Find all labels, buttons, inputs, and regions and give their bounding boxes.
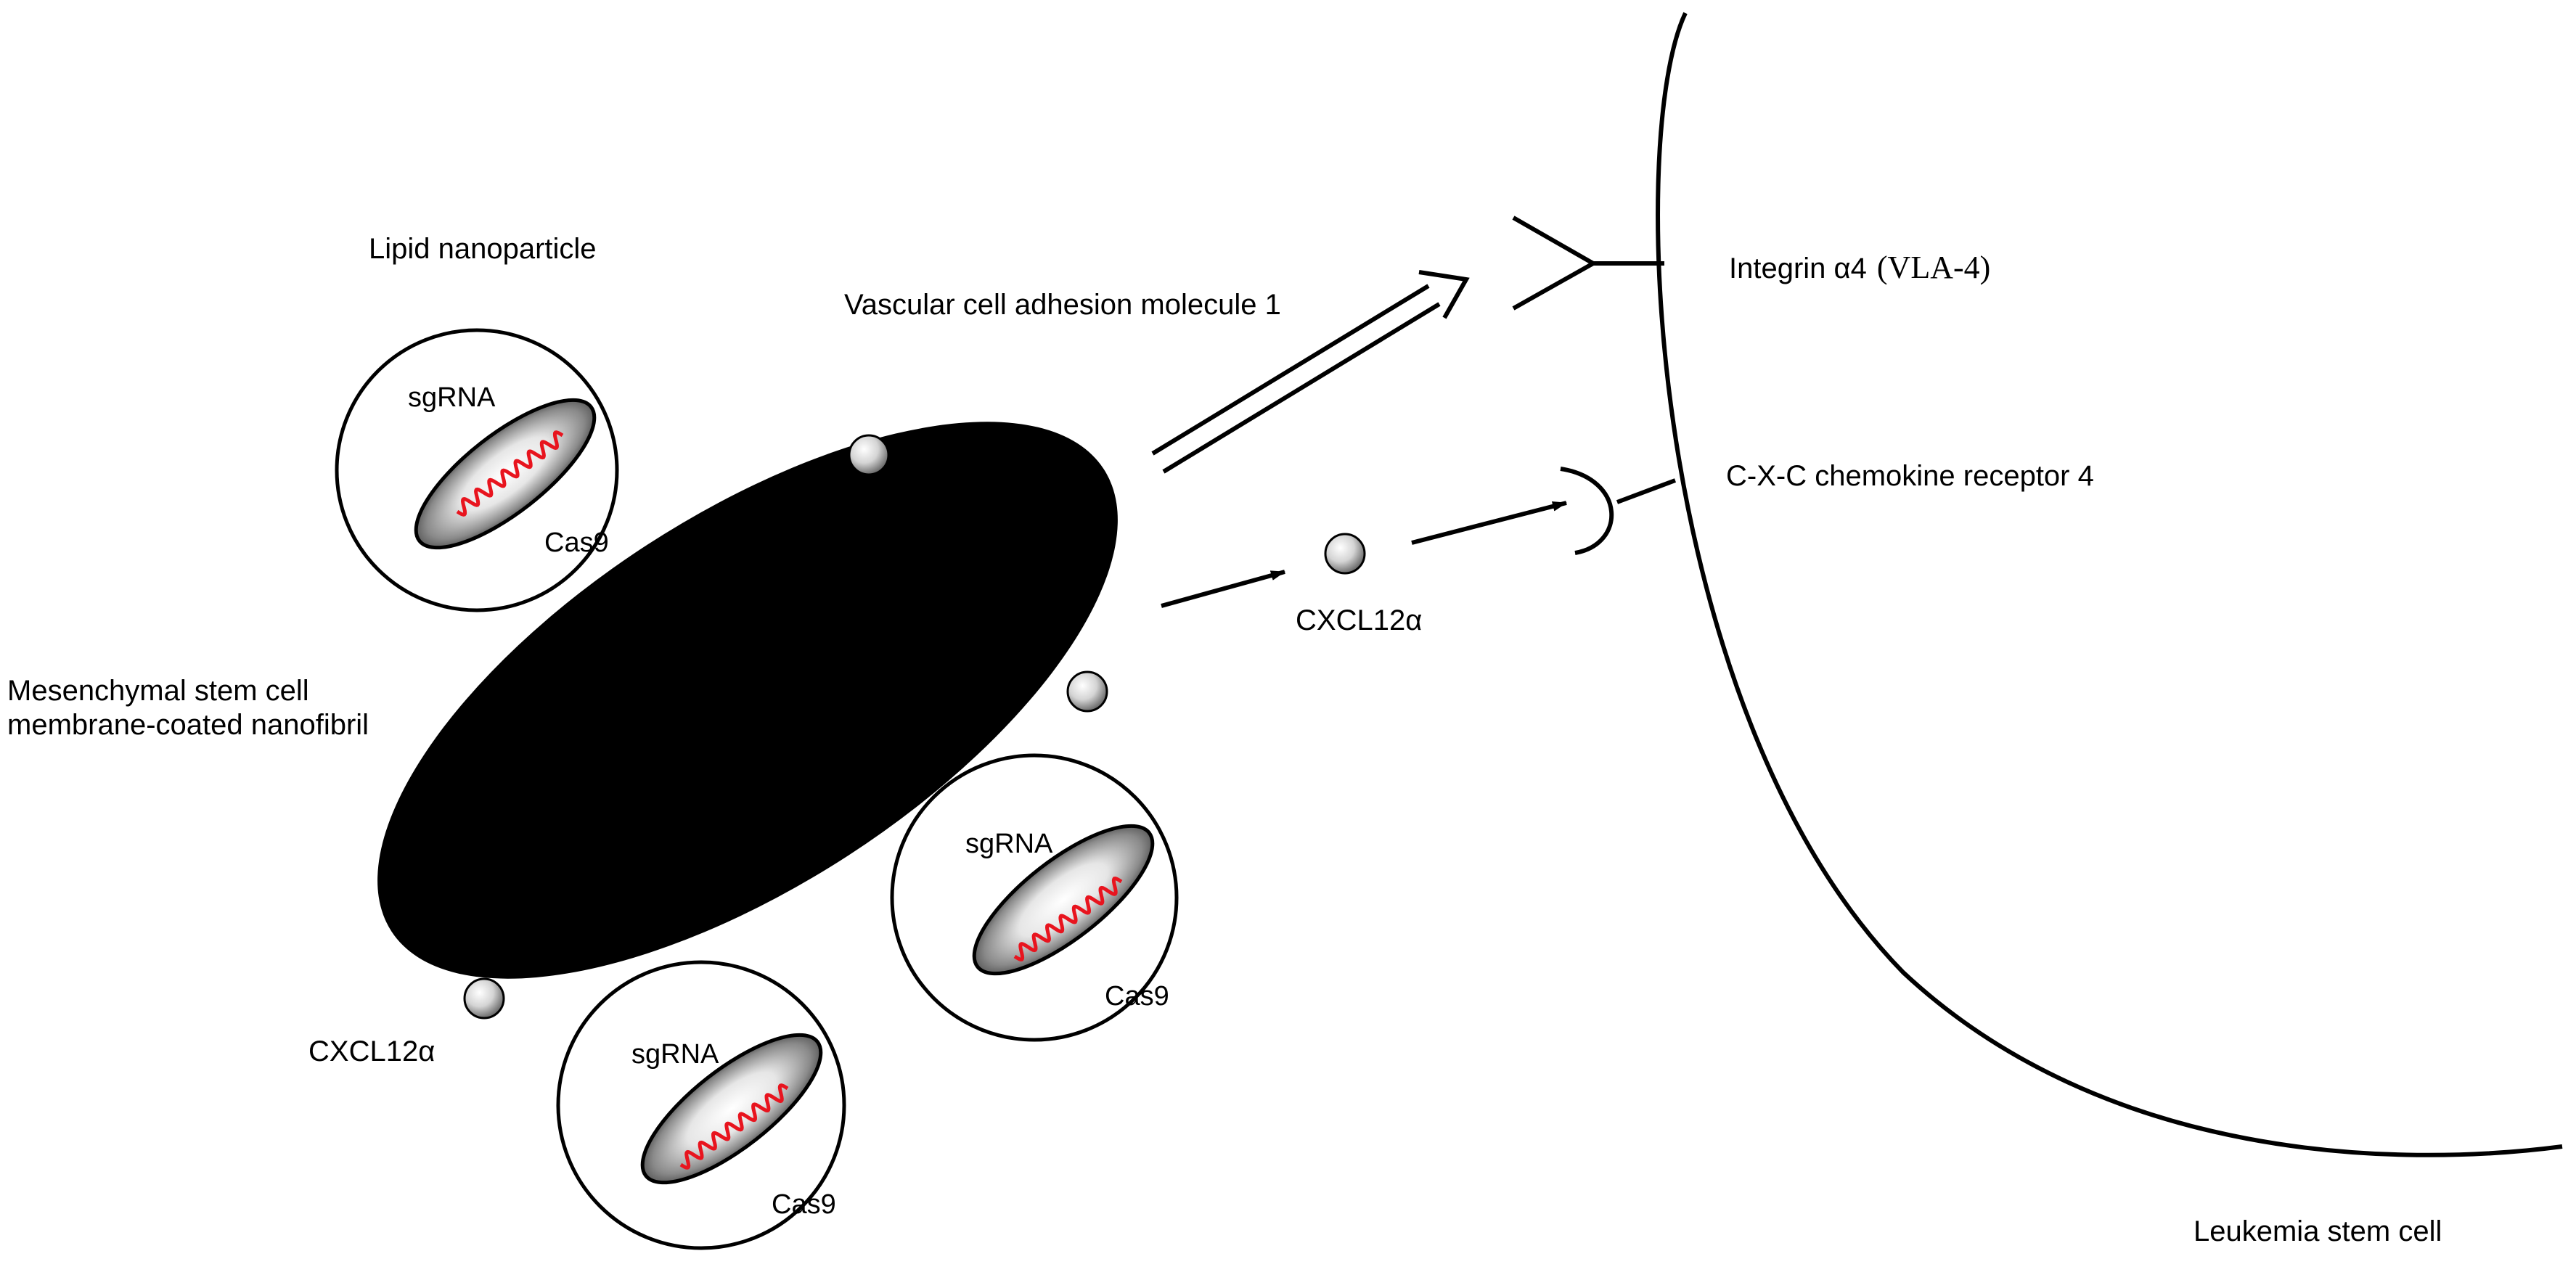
- cas9-label: Cas9: [544, 528, 609, 558]
- integrin-label-main: Integrin α4: [1729, 253, 1867, 284]
- sgrna-label: sgRNA: [408, 382, 496, 413]
- binding-arrow-icon: [1411, 501, 1567, 545]
- integrin-receptor-icon: [1512, 216, 1664, 311]
- sgrna-strand-icon: [456, 430, 564, 517]
- vcam1-label: Vascular cell adhesion molecule 1: [844, 289, 1281, 321]
- cas9-capsule-icon: [972, 824, 1155, 976]
- msc-label-line2: membrane-coated nanofibril: [7, 709, 369, 741]
- lipid-nanoparticle-label: Lipid nanoparticle: [369, 233, 597, 265]
- cxcl12-ball-icon: [463, 977, 505, 1020]
- cxcl12-ball-icon: [1324, 533, 1366, 575]
- cas9-label: Cas9: [1105, 981, 1169, 1012]
- cas9-capsule-icon: [640, 1033, 823, 1185]
- cxcl12-ball-icon: [1066, 670, 1108, 713]
- sgrna-strand-icon: [1013, 877, 1123, 961]
- cxcl12-left-label: CXCL12α: [308, 1035, 435, 1067]
- cxcl12-ball-icon: [848, 434, 890, 476]
- integrin-label-paren: (VLA-4): [1877, 250, 1990, 285]
- sgrna-label: sgRNA: [965, 829, 1053, 859]
- cxcr4-label: C-X-C chemokine receptor 4: [1726, 460, 2094, 492]
- msc-label-line1: Mesenchymal stem cell: [7, 675, 309, 707]
- cxcl12-mid-label: CXCL12α: [1296, 604, 1422, 636]
- lipid-nanoparticle-2: sgRNA Cas9: [890, 753, 1179, 1042]
- vcam1-double-arrow-icon: [1151, 270, 1470, 474]
- release-arrow-icon: [1161, 570, 1285, 608]
- cas9-capsule-icon: [414, 398, 597, 550]
- sgrna-strand-icon: [679, 1083, 789, 1170]
- nanofibril-body: [377, 422, 1118, 979]
- leukemia-cell-membrane: [1656, 12, 2563, 1157]
- sgrna-label: sgRNA: [631, 1039, 719, 1070]
- leukemia-label: Leukemia stem cell: [2193, 1215, 2442, 1247]
- cxcr4-receptor-icon: [1560, 467, 1677, 555]
- integrin-label: Integrin α4 (VLA-4): [1729, 250, 1990, 285]
- cas9-label: Cas9: [772, 1189, 836, 1220]
- lipid-nanoparticle-1: sgRNA Cas9: [335, 328, 619, 612]
- lipid-nanoparticle-3: sgRNA Cas9: [556, 960, 846, 1250]
